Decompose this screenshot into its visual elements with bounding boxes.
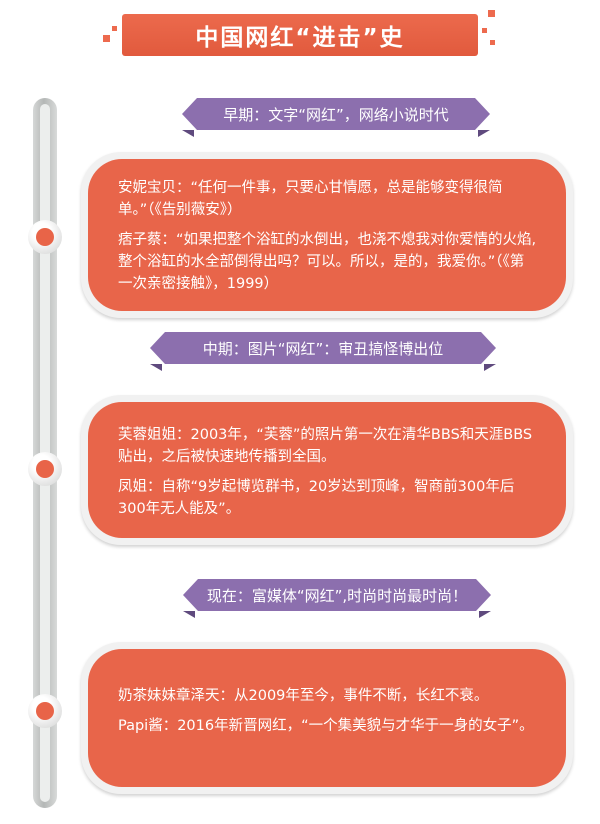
period-ribbon-body: 现在：富媒体“网红”,时尚时尚最时尚！ [183,579,491,611]
period-label: 现在：富媒体“网红”,时尚时尚最时尚！ [206,586,468,605]
decor-square [488,10,495,17]
decor-square [490,40,495,45]
card-paragraph: 痞子蔡：“如果把整个浴缸的水倒出，也浇不熄我对你爱情的火焰,整个浴缸的水全部倒得… [118,232,537,292]
decor-square [103,35,110,42]
timeline-dot [28,694,62,728]
period-label: 早期：文字“网红”，网络小说时代 [223,105,449,124]
card-paragraph: 芙蓉姐姐：2003年，“芙蓉”的照片第一次在清华BBS和天涯BBS贴出，之后被快… [118,427,533,465]
card-paragraph: Papi酱：2016年新晋网红，“一个集美貌与才华于一身的女子”。 [118,718,534,734]
ribbon-fold-left [182,130,194,137]
card-middle-body: 芙蓉姐姐：2003年，“芙蓉”的照片第一次在清华BBS和天涯BBS贴出，之后被快… [88,402,566,538]
ribbon-fold-right [479,611,491,618]
timeline-dot [28,452,62,486]
period-ribbon-body: 早期：文字“网红”，网络小说时代 [182,98,490,130]
period-ribbon-now: 现在：富媒体“网红”,时尚时尚最时尚！ [183,579,491,619]
card-middle: 芙蓉姐姐：2003年，“芙蓉”的照片第一次在清华BBS和天涯BBS贴出，之后被快… [81,395,573,545]
card-now: 奶茶妹妹章泽天：从2009年至今，事件不断，长红不衰。 Papi酱：2016年新… [81,642,573,794]
title-banner: 中国网红“进击”史 [122,14,478,56]
ribbon-fold-right [478,130,490,137]
card-paragraph: 凤姐：自称“9岁起博览群书，20岁达到顶峰，智商前300年后300年无人能及”。 [118,479,515,517]
period-ribbon-body: 中期：图片“网红”：审丑搞怪博出位 [150,332,496,364]
card-paragraph: 奶茶妹妹章泽天：从2009年至今，事件不断，长红不衰。 [118,688,489,704]
card-paragraph: 安妮宝贝：“任何一件事，只要心甘情愿，总是能够变得很简单。”（《告别薇安》） [118,180,503,218]
card-early-body: 安妮宝贝：“任何一件事，只要心甘情愿，总是能够变得很简单。”（《告别薇安》） 痞… [88,159,566,311]
period-label: 中期：图片“网红”：审丑搞怪博出位 [202,339,444,358]
decor-square [112,26,117,31]
period-ribbon-early: 早期：文字“网红”，网络小说时代 [182,98,490,138]
card-early: 安妮宝贝：“任何一件事，只要心甘情愿，总是能够变得很简单。”（《告别薇安》） 痞… [81,152,573,318]
card-now-body: 奶茶妹妹章泽天：从2009年至今，事件不断，长红不衰。 Papi酱：2016年新… [88,649,566,787]
timeline-dot [28,220,62,254]
period-ribbon-middle: 中期：图片“网红”：审丑搞怪博出位 [150,332,496,372]
ribbon-fold-left [183,611,195,618]
decor-square [482,28,487,33]
ribbon-fold-right [484,364,496,371]
page-title: 中国网红“进击”史 [195,25,405,51]
ribbon-fold-left [150,364,162,371]
